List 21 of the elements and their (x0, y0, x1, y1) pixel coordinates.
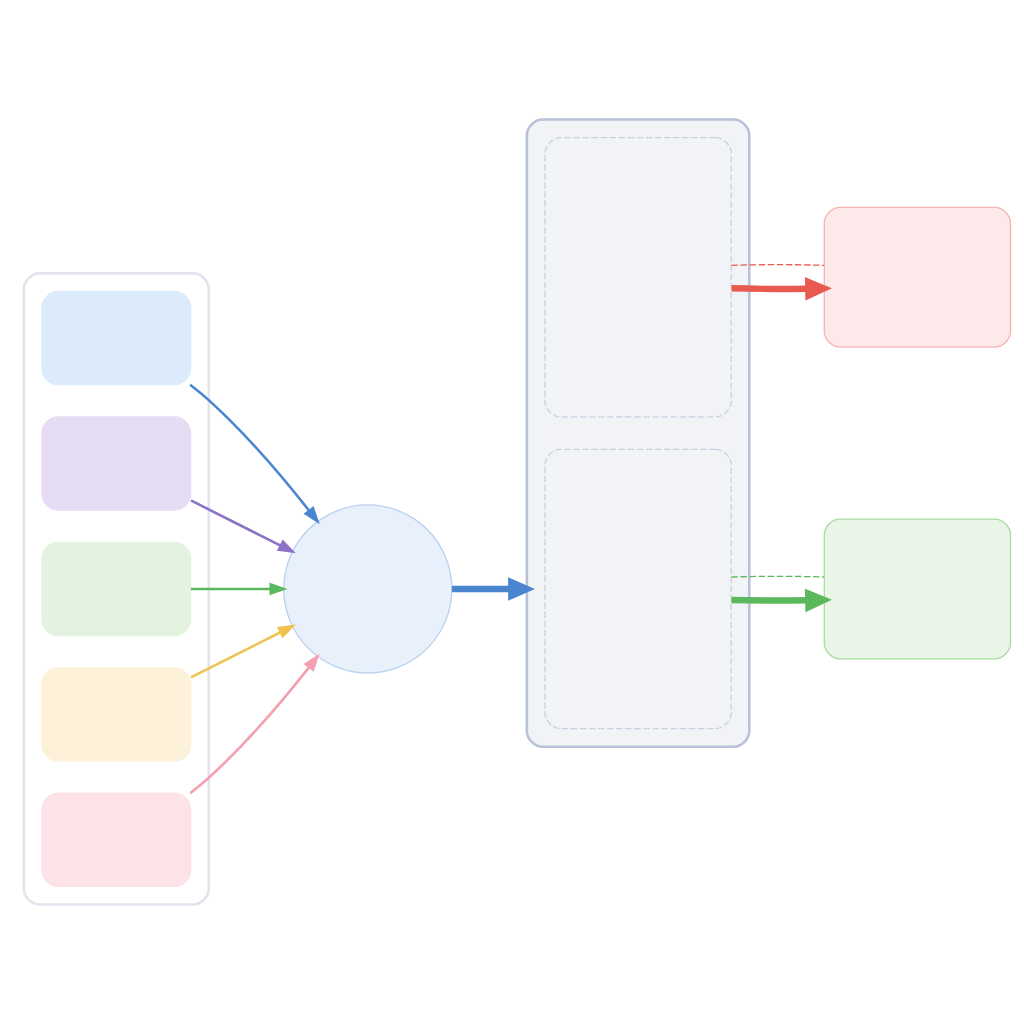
arrow (190, 582, 288, 596)
arrow (731, 588, 832, 613)
connector (730, 264, 825, 266)
arrow (190, 624, 296, 679)
node-box (41, 667, 192, 762)
node-box (544, 136, 732, 418)
node-box (41, 416, 192, 511)
arrow (189, 653, 320, 795)
arrow (190, 499, 296, 554)
node-box (41, 792, 192, 888)
node-box (41, 290, 192, 386)
connector (730, 575, 825, 578)
cluster (525, 118, 751, 748)
node-box (823, 518, 1012, 660)
cluster (22, 272, 211, 906)
node-box (41, 541, 192, 637)
arrow (731, 277, 832, 301)
node-box (544, 448, 732, 730)
node-box (823, 206, 1012, 348)
arrow (451, 577, 535, 601)
arrow (189, 383, 320, 525)
